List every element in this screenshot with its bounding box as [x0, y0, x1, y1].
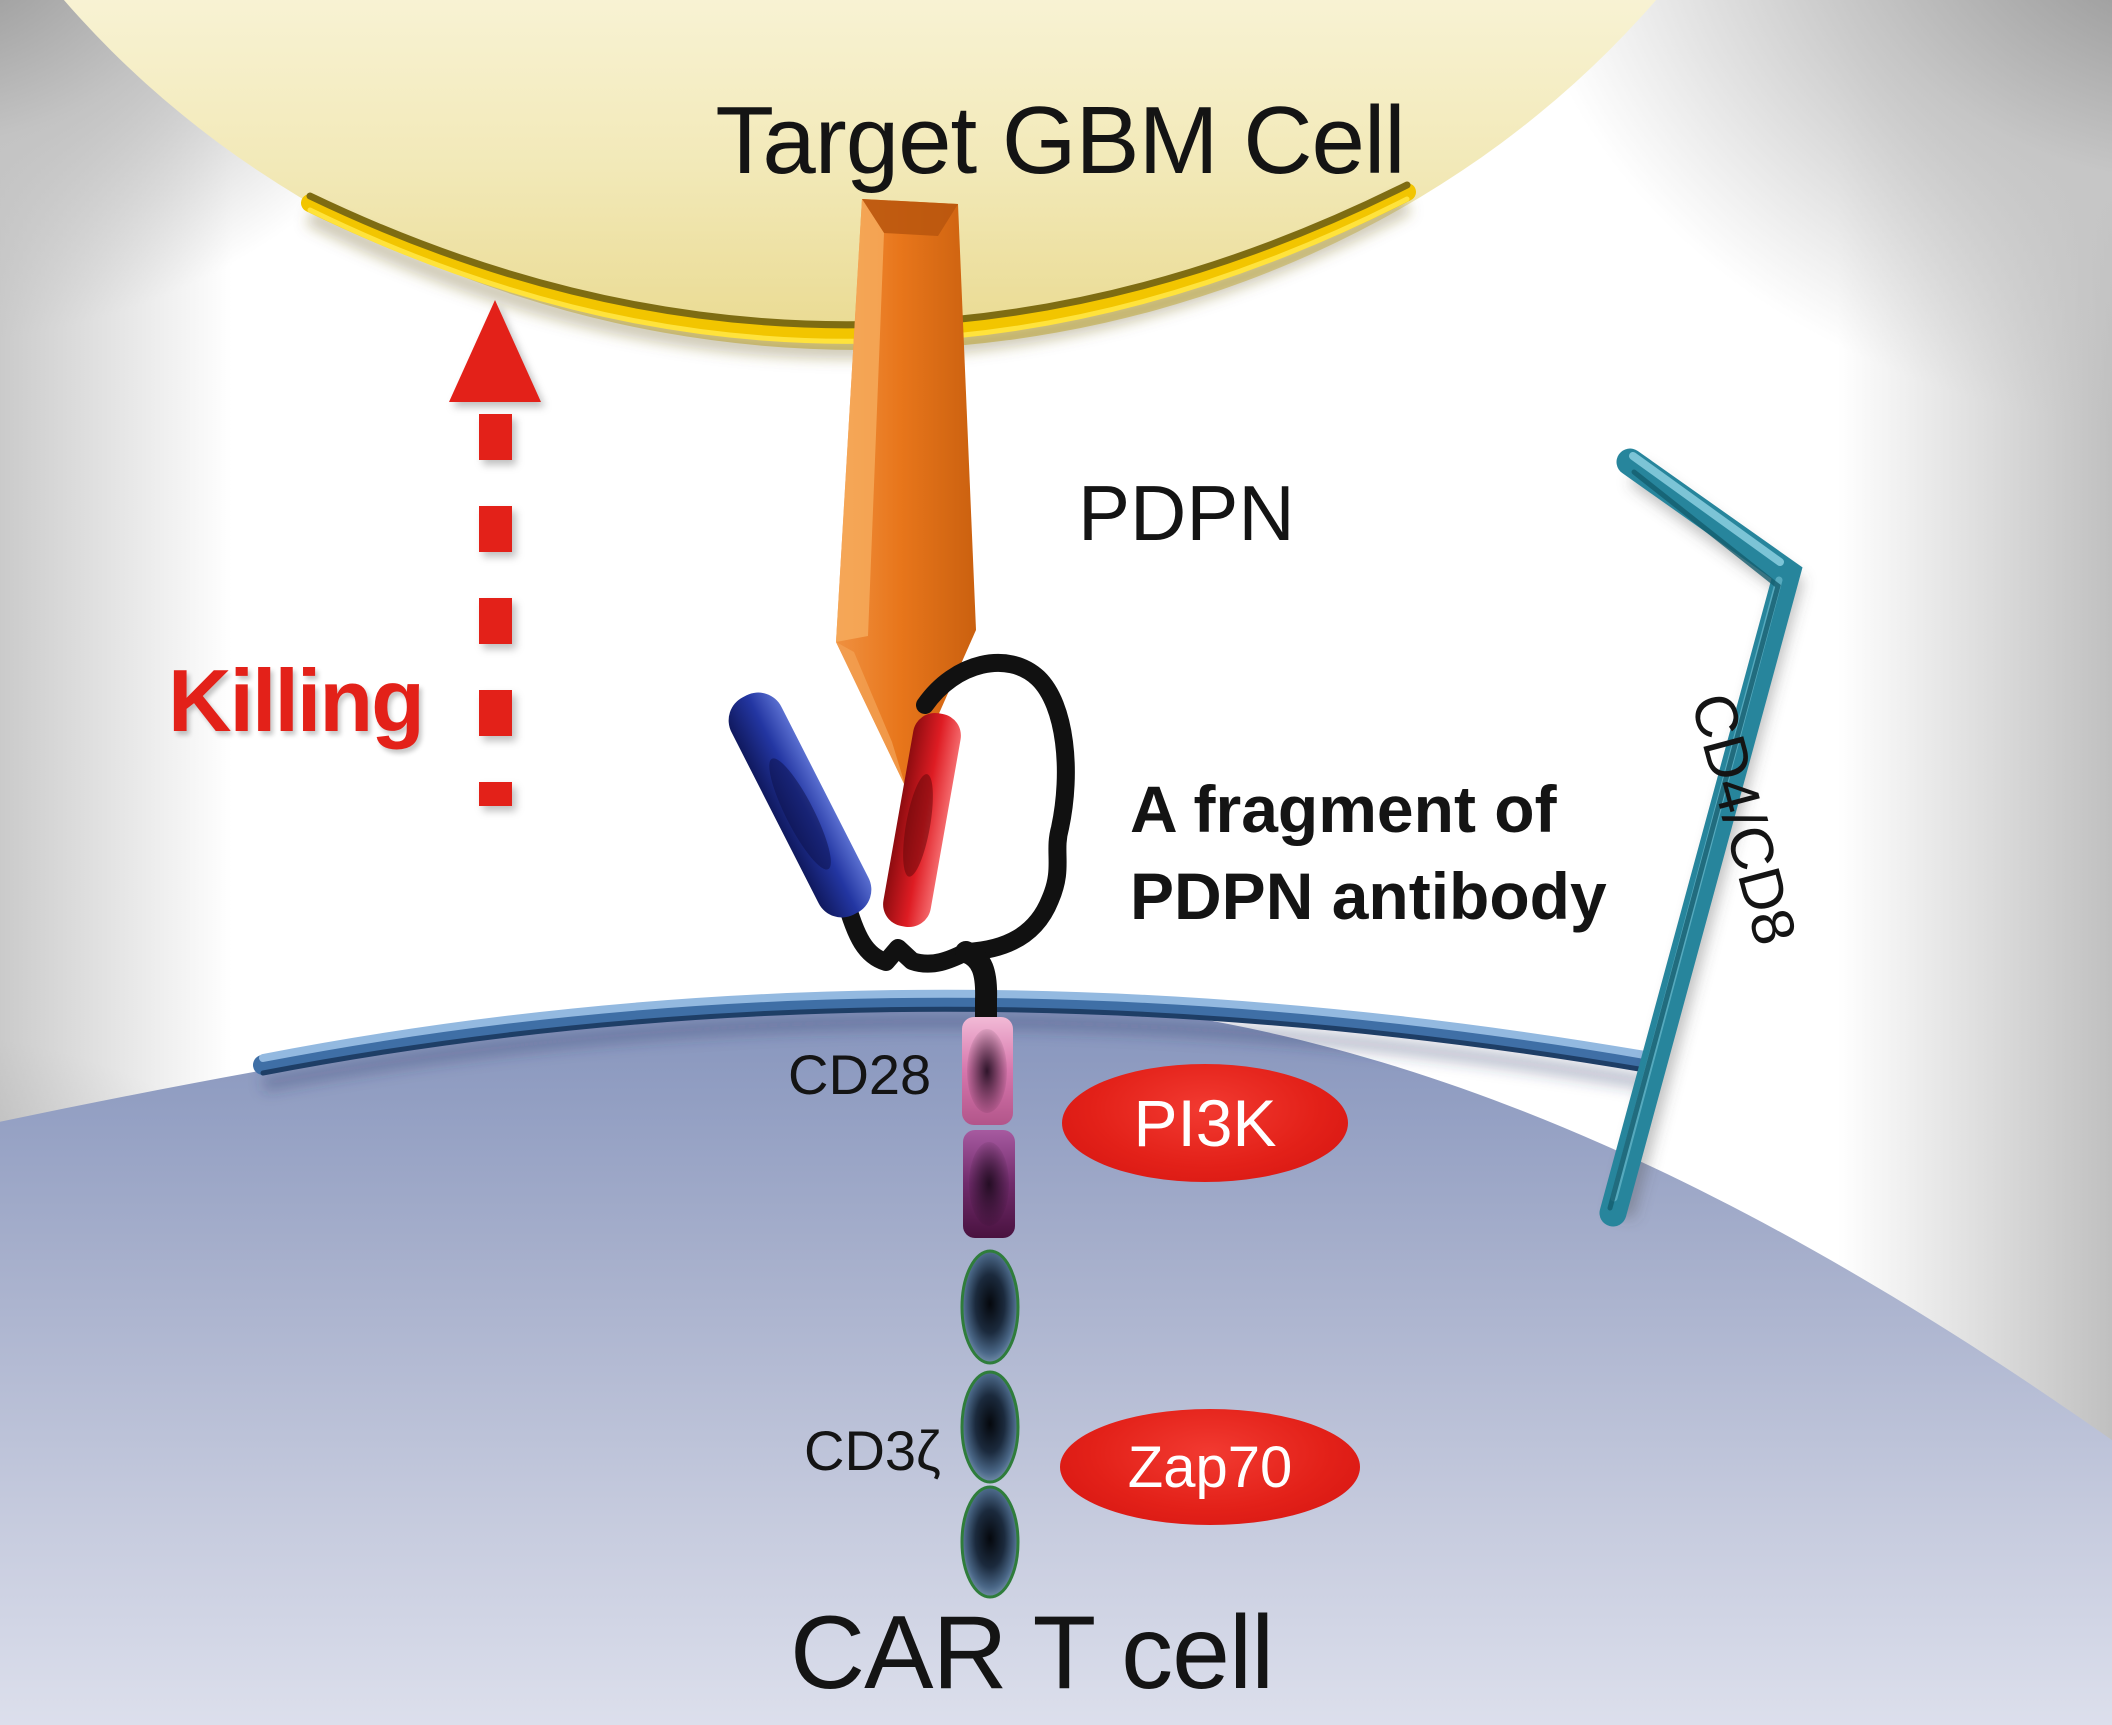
killing-label: Killing [168, 651, 425, 750]
pdpn-receptor-top-bevel [862, 199, 958, 236]
zap70-ellipse: Zap70 [1060, 1409, 1360, 1525]
antibody-loop [916, 653, 1075, 961]
pi3k-label: PI3K [1133, 1086, 1277, 1160]
pi3k-ellipse: PI3K [1062, 1064, 1348, 1182]
tcell-membrane [253, 990, 1655, 1075]
killing-arrow-dashed-shaft [479, 414, 512, 806]
target-gbm-cell-label: Target GBM Cell [715, 87, 1405, 194]
antibody-caption-line1: A fragment of [1130, 772, 1557, 846]
cd28-intracellular-domain [963, 1130, 1015, 1238]
antibody-caption: A fragment of PDPN antibody [1130, 766, 1607, 940]
cd3zeta-bead [960, 1249, 1020, 1365]
pdpn-receptor-left-bevel [836, 199, 884, 642]
antibody-stem [955, 941, 998, 1035]
cd4cd8-coreceptor [1599, 448, 1804, 1227]
pdpn-receptor-tip-bevel [836, 642, 906, 788]
tcell-membrane-highlight [259, 989, 1649, 1062]
tcell-membrane-shadow [261, 1013, 1647, 1092]
tcell-membrane-dark-edge [260, 1006, 1648, 1076]
cd3zeta-bead [960, 1485, 1020, 1599]
pdpn-label: PDPN [1078, 469, 1295, 557]
killing-arrow-head-icon [449, 300, 541, 402]
cd28-label: CD28 [788, 1043, 932, 1106]
cd28-extracellular-domain [962, 1017, 1013, 1125]
antibody-fragment-outline [836, 653, 1075, 1035]
antibody-caption-line2: PDPN antibody [1130, 859, 1607, 934]
tcell-body [0, 996, 2112, 1725]
zap70-label: Zap70 [1127, 1434, 1293, 1500]
antibody-left-arm [836, 889, 975, 973]
antibody-red-rod [883, 712, 961, 928]
pdpn-receptor [836, 199, 976, 788]
car-t-cell-label: CAR T cell [790, 1595, 1274, 1711]
antibody-blue-rod [728, 692, 872, 918]
cd3zeta-label: CD3ζ [804, 1419, 941, 1482]
cd3zeta-bead [960, 1370, 1020, 1484]
